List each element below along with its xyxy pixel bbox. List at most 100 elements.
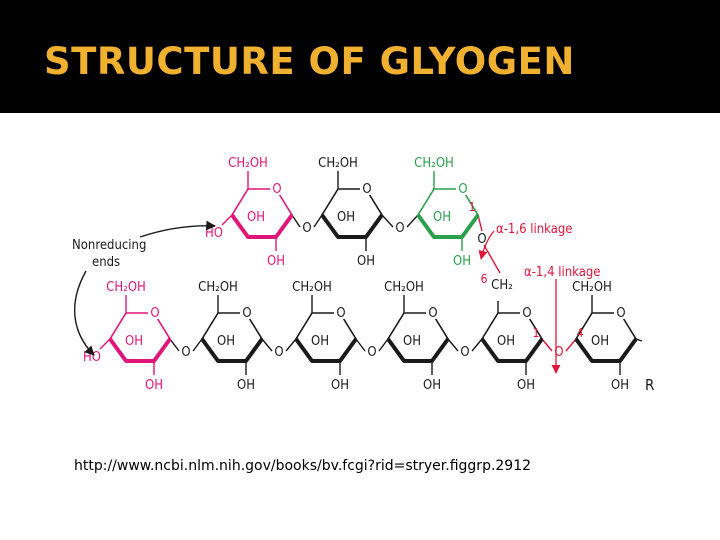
bridge-oxygen-label: O: [302, 221, 311, 236]
annotations: Nonreducing ends α-1,6 linkage α-1,4 lin…: [72, 220, 654, 394]
ring-oxygen-label: O: [522, 306, 531, 321]
bottom-bridge-5: O: [541, 338, 577, 360]
ring-front-edge: [320, 213, 384, 239]
ring-oh-label: OH: [217, 334, 235, 349]
source-url-caption: http://www.ncbi.nlm.nih.gov/books/bv.fcg…: [74, 458, 532, 474]
ring-oh-label: OH: [497, 334, 515, 349]
bridge-bond: [541, 338, 577, 352]
ring-oxygen-label: O: [362, 182, 371, 197]
ring-oxygen-bg: [334, 305, 347, 319]
ring-oxygen-label: O: [336, 306, 345, 321]
ring-oxygen-bg: [240, 305, 253, 319]
c2-oh-label: OH: [267, 254, 285, 269]
c2-oh-label: OH: [357, 254, 375, 269]
c2-oh-label: OH: [145, 378, 163, 393]
bridge-oxygen-label: O: [274, 345, 283, 360]
ring-front-edge: [200, 337, 264, 363]
ring-front-edge: [416, 213, 480, 239]
ch2oh-label: CH₂OH: [198, 280, 238, 295]
reducing-end-bond: [635, 338, 643, 342]
ring-oxygen-label: O: [616, 306, 625, 321]
nonreducing-label-line2: ends: [92, 255, 120, 270]
c2-oh-label: OH: [331, 378, 349, 393]
ch2oh-label: CH₂OH: [384, 280, 424, 295]
ring-front-edge: [108, 337, 172, 363]
ring-oxygen-label: O: [242, 306, 251, 321]
bridge-bond: [169, 338, 203, 352]
ch2oh-label: CH₂OH: [106, 280, 146, 295]
branch-c6-number: 6: [481, 272, 488, 286]
bridge-oxygen-label: O: [367, 345, 376, 360]
c2-oh-label: OH: [237, 378, 255, 393]
c2-oh-label: OH: [517, 378, 535, 393]
c2-oh-label: OH: [453, 254, 471, 269]
ring-oh-label: OH: [433, 210, 451, 225]
ring-oxygen-bg: [426, 305, 439, 319]
branch-c1-number: 1: [469, 200, 476, 214]
reducing-end-label: R: [645, 376, 654, 394]
ch2oh-label: CH₂OH: [228, 156, 268, 171]
glucose-units: OCH₂OHOHOHHOOCH₂OHOHOHOCH₂OHOHOH1OCH₂OHO…: [83, 156, 638, 393]
ring-oxygen-label: O: [458, 182, 467, 197]
bridge-bond: [261, 338, 297, 352]
ring-front-edge: [386, 337, 450, 363]
ring-oh-label: OH: [125, 334, 143, 349]
bottom-bridge-1: O: [169, 338, 203, 360]
alpha-1-6-pointer: [478, 230, 495, 260]
c4-ho-label: HO: [205, 226, 223, 241]
ring-front-edge: [230, 213, 294, 239]
nonreducing-label-line1: Nonreducing: [72, 238, 146, 253]
glucose-unit-bottom-1: O CH₂OH OH OH: [198, 280, 264, 393]
c2-oh-label: OH: [611, 378, 629, 393]
branch-ch2-label: CH₂: [491, 278, 513, 293]
bridge-oxygen-label: O: [554, 345, 563, 360]
c4-ho-bond: [99, 338, 111, 350]
ch2oh-label: CH₂OH: [414, 156, 454, 171]
bridge-bond: [291, 214, 323, 228]
c4-ho-bond: [221, 214, 233, 226]
c2-oh-label: OH: [423, 378, 441, 393]
bottom-bridge-2: O: [261, 338, 297, 360]
ring-oxygen-bg: [456, 181, 469, 195]
ring-oxygen-label: O: [150, 306, 159, 321]
alpha-1-6-linkage-label: α-1,6 linkage: [496, 222, 573, 237]
alpha-1-4-linkage-label: α-1,4 linkage: [524, 265, 601, 280]
bridge-oxygen-label: O: [460, 345, 469, 360]
ch2oh-label: CH₂OH: [572, 280, 612, 295]
ring-oxygen-label: O: [428, 306, 437, 321]
top-bridge-1: O: [291, 214, 323, 236]
bridge-oxygen-label: O: [395, 221, 404, 236]
bottom-bridge-3: O: [355, 338, 389, 360]
alpha-1-6-bond: [477, 214, 501, 274]
linkage-c1-number: 1: [533, 326, 540, 340]
ring-oxygen-bg: [148, 305, 161, 319]
bridge-bond: [355, 338, 389, 352]
ring-oh-label: OH: [311, 334, 329, 349]
arrow-to-top-nonreducing: [139, 220, 216, 238]
ring-front-edge: [574, 337, 638, 363]
title-bar: STRUCTURE OF GLYOGEN: [0, 0, 720, 113]
glucose-unit-top-2: O CH₂OH OH OH: [414, 156, 480, 269]
linkage-c4-number: 4: [577, 326, 584, 340]
bridge-bond: [447, 338, 483, 352]
ring-front-edge: [480, 337, 544, 363]
arrow-to-bottom-nonreducing: [74, 270, 95, 356]
bottom-bridge-4: O: [447, 338, 483, 360]
ring-oh-label: OH: [247, 210, 265, 225]
ring-front-edge: [294, 337, 358, 363]
ring-oxygen-bg: [360, 181, 373, 195]
ring-oxygen-bg: [614, 305, 627, 319]
ring-oxygen-bg: [520, 305, 533, 319]
ch2oh-label: CH₂OH: [318, 156, 358, 171]
glucose-unit-bottom-4: O OH OH: [480, 301, 544, 393]
bridge-oxygen-label: O: [181, 345, 190, 360]
ring-oxygen-bg: [270, 181, 283, 195]
